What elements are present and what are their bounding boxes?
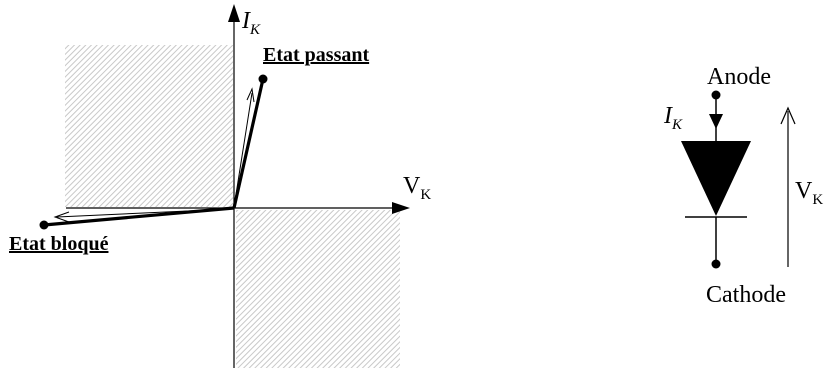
on-state-point — [258, 74, 268, 84]
cathode-label: Cathode — [706, 282, 786, 308]
voltage-arrowhead — [780, 106, 796, 125]
voltage-label: VK — [795, 178, 823, 208]
x-axis-arrowhead — [392, 202, 410, 214]
off-state-thin-arrowhead — [53, 211, 70, 223]
characteristic-graph: IK VK Etat passant Etat bloqué — [9, 4, 431, 368]
forbidden-region-upper-left — [65, 45, 233, 207]
forbidden-region-lower-right — [236, 210, 400, 368]
cathode-terminal — [711, 259, 721, 269]
y-axis-label: IK — [241, 8, 261, 38]
diode-body — [681, 141, 751, 216]
state-off-label: Etat bloqué — [9, 233, 109, 255]
anode-label: Anode — [707, 64, 771, 90]
state-on-label: Etat passant — [263, 44, 369, 66]
y-axis-arrowhead — [228, 4, 240, 22]
current-arrowhead — [709, 114, 723, 129]
x-axis-label: VK — [403, 173, 431, 203]
off-state-point — [39, 220, 49, 230]
on-state-segment — [232, 78, 265, 209]
current-label: IK — [663, 103, 683, 133]
off-state-segment — [43, 206, 235, 227]
on-state-thin-arrowhead — [246, 87, 255, 103]
diode-symbol-group: Anode IK Cathode VK — [663, 64, 823, 308]
